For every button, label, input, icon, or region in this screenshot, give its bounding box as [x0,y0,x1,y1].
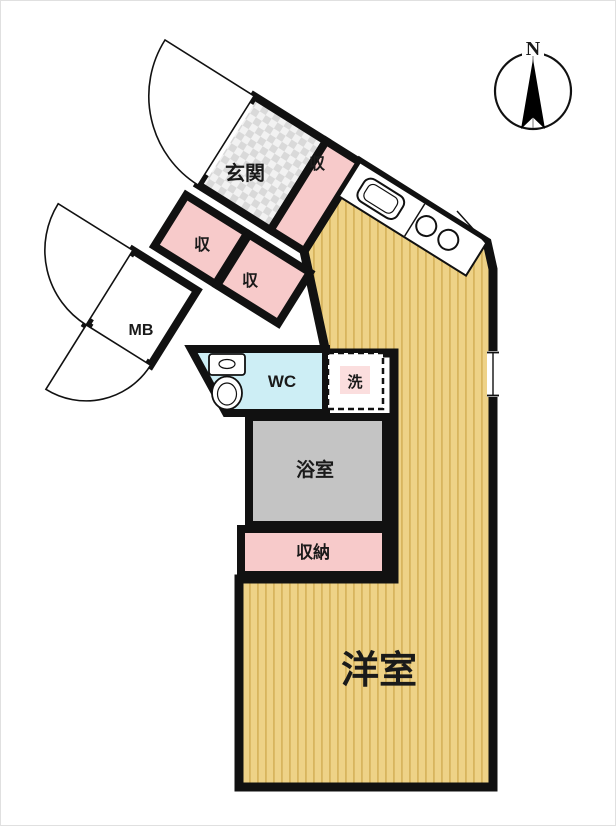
sink-icon [356,177,406,220]
label-laundry: 洗 [347,373,362,391]
counter-divider [404,203,426,237]
label-genkan: 玄関 [225,161,265,185]
window-icon [487,351,499,397]
compass-n-chip [522,39,544,56]
compass-needle-icon [521,59,545,129]
sink-basin [363,183,399,214]
compass: N [493,38,573,131]
stove-burner-icon [437,228,460,251]
label-storage-lower: 収 [242,272,259,290]
room-storage-lower [211,228,316,329]
door-swing-arc-mb-lower [44,323,152,402]
label-laundry-chip [340,366,370,394]
room-closet [237,525,390,579]
room-bathroom [245,413,390,529]
corner-line [456,210,494,252]
door-swing-arc-entrance [147,38,256,187]
stove-burner-icon [415,215,438,238]
label-closet: 収納 [296,542,330,562]
door-swing-arc-mb-upper [44,202,134,327]
label-storage-top: 収 [309,155,326,173]
compass-n-label: N [526,38,541,60]
label-wc: WC [268,372,296,391]
room-storage-top [264,135,366,257]
label-bathroom: 浴室 [296,458,334,481]
toilet-icon [208,353,246,411]
label-meter-box: MB [129,322,154,339]
label-storage-mid: 収 [194,236,211,254]
label-western-room: 洋室 [341,649,417,692]
